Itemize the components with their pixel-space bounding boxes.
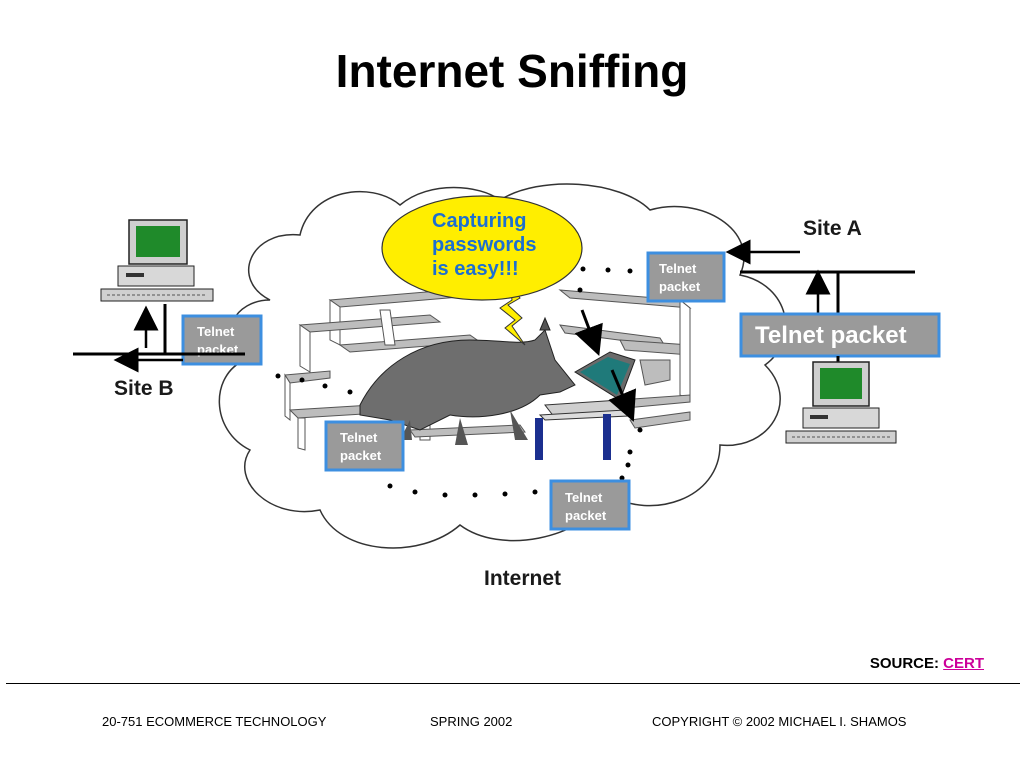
source-link[interactable]: CERT xyxy=(943,655,984,672)
source-label: SOURCE: xyxy=(869,655,939,672)
packet-label-line2: packet xyxy=(340,448,382,463)
bubble-line-3: is easy!!! xyxy=(432,258,519,280)
site-a-label: Site A xyxy=(803,217,862,240)
packet-label-line1: Telnet xyxy=(565,490,603,505)
slide-title: Internet Sniffing xyxy=(335,45,689,97)
aardvark-sniffer-icon xyxy=(359,316,576,445)
site-b-computer-icon xyxy=(100,219,214,302)
source-citation: SOURCE: CERT xyxy=(870,655,984,672)
site-b-label: Site B xyxy=(114,377,174,400)
bubble-line-2: passwords xyxy=(432,234,536,256)
packet-label-line1: Telnet xyxy=(197,324,235,339)
lightning-icon xyxy=(499,283,526,346)
packet-label-line2: packet xyxy=(659,279,701,294)
telnet-packet-lower-left: Telnet packet xyxy=(324,420,405,472)
packet-path-dots xyxy=(275,266,643,498)
telnet-packet-bottom: Telnet packet xyxy=(549,479,631,531)
footer-copyright: COPYRIGHT © 2002 MICHAEL I. SHAMOS xyxy=(652,714,907,729)
arrow-from-laptop xyxy=(608,369,637,422)
telnet-packet-left: Telnet packet xyxy=(181,314,263,366)
site-a-computer-icon xyxy=(785,361,897,444)
packet-label-line1: Telnet xyxy=(340,430,378,445)
footer-divider xyxy=(6,683,1020,684)
packet-label-line1: Telnet xyxy=(659,261,697,276)
packet-large-label: Telnet packet xyxy=(755,322,907,349)
internet-label: Internet xyxy=(484,567,561,590)
bubble-line-1: Capturing xyxy=(432,210,526,232)
packet-label-line2: packet xyxy=(565,508,607,523)
footer-term: SPRING 2002 xyxy=(430,714,513,729)
speech-bubble xyxy=(381,195,583,301)
footer-course: 20-751 ECOMMERCE TECHNOLOGY xyxy=(102,714,327,729)
telnet-packet-large: Telnet packet xyxy=(739,312,941,358)
telnet-packet-top: Telnet packet xyxy=(646,251,726,303)
arrow-to-laptop xyxy=(574,309,603,357)
